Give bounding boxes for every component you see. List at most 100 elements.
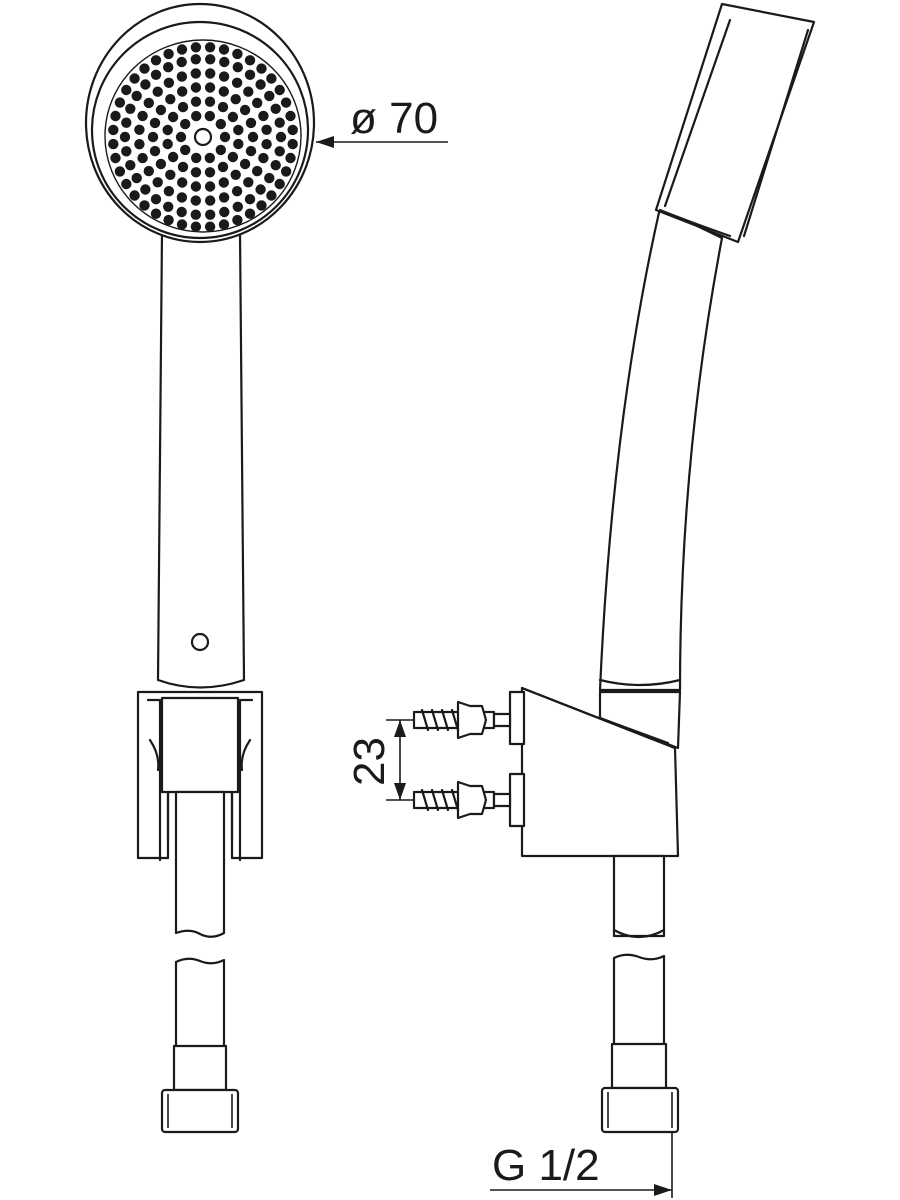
nozzle [244, 55, 256, 66]
nozzle [125, 103, 136, 115]
nozzle [167, 111, 179, 123]
nozzle [244, 69, 256, 81]
nozzle [256, 63, 267, 74]
nozzle [163, 201, 174, 212]
nozzle [147, 131, 159, 143]
thread-label: G 1/2 [492, 1141, 600, 1190]
nozzle [155, 158, 167, 170]
nozzle [167, 151, 179, 163]
nozzle [258, 152, 269, 164]
nozzle [239, 158, 251, 170]
nozzle [261, 124, 272, 135]
nozzle [110, 110, 121, 122]
nozzle [258, 110, 269, 122]
nozzle [204, 96, 216, 107]
side-shower-head [654, 2, 816, 244]
nozzle [285, 110, 296, 122]
nozzle [108, 124, 119, 136]
nozzle [150, 69, 162, 81]
nozzle [245, 117, 257, 129]
nozzle [143, 97, 154, 109]
nozzle [140, 184, 151, 195]
nozzle [217, 101, 229, 113]
nozzle [165, 169, 176, 180]
front-hose-lower [160, 957, 240, 1134]
nozzle [162, 138, 173, 150]
nozzle [190, 54, 201, 65]
nozzle [270, 103, 281, 115]
nozzle [125, 160, 136, 171]
nozzle [266, 190, 277, 201]
side-wall-holder [508, 686, 682, 858]
nozzle [204, 221, 216, 232]
nozzle [131, 172, 142, 184]
nozzle [205, 195, 216, 206]
nozzle [280, 166, 292, 177]
nozzle [205, 68, 216, 79]
nozzle [270, 160, 281, 171]
nozzle [119, 131, 131, 143]
nozzle [176, 71, 188, 82]
nozzle [243, 86, 254, 97]
nozzle [255, 184, 266, 195]
nozzle [131, 90, 142, 102]
nozzle [191, 110, 202, 122]
nozzle [191, 152, 202, 164]
nozzle [285, 152, 296, 164]
wall-plug-upper [412, 700, 512, 740]
front-view: ø 70 [84, 2, 448, 1134]
nozzle [218, 44, 230, 55]
nozzle [149, 145, 161, 157]
nozzle [231, 186, 243, 197]
nozzle [149, 117, 161, 129]
nozzle [137, 152, 148, 164]
nozzle [152, 86, 163, 97]
nozzle [274, 178, 285, 190]
nozzle [134, 124, 145, 135]
side-view: 23 G 1/2 [345, 2, 816, 1198]
nozzle [230, 169, 241, 180]
nozzle-pattern [108, 42, 298, 232]
nozzle [244, 194, 256, 205]
nozzle [218, 71, 230, 82]
nozzle [219, 206, 230, 218]
nozzle [121, 117, 132, 128]
nozzle [227, 151, 239, 163]
nozzle [252, 97, 263, 109]
nozzle [176, 44, 188, 55]
nozzle [275, 131, 287, 143]
nozzle [205, 54, 216, 65]
nozzle [243, 177, 254, 188]
nozzle [121, 146, 132, 157]
nozzle [274, 84, 285, 96]
nozzle [140, 79, 151, 90]
nozzle [232, 61, 243, 73]
nozzle [108, 138, 119, 150]
nozzle [150, 208, 162, 219]
nozzle [180, 144, 191, 156]
nozzle [227, 111, 239, 123]
nozzle [255, 79, 266, 90]
nozzle [218, 219, 230, 230]
front-hose-upper [174, 790, 226, 938]
nozzle [204, 42, 216, 53]
nozzle [176, 192, 188, 203]
nozzle [176, 56, 187, 68]
nozzle [176, 219, 188, 230]
nozzle [190, 167, 202, 178]
nozzle [217, 161, 229, 173]
nozzle [233, 124, 244, 136]
nozzle [163, 61, 174, 73]
side-hose-lower [600, 953, 680, 1134]
nozzle [266, 73, 277, 84]
nozzle [215, 144, 226, 156]
nozzle [233, 138, 244, 150]
nozzle [204, 167, 216, 178]
nozzle [256, 200, 267, 211]
nozzle [274, 117, 285, 128]
nozzle [215, 118, 226, 130]
nozzle [219, 56, 230, 68]
nozzle [110, 152, 121, 164]
nozzle [143, 165, 154, 177]
